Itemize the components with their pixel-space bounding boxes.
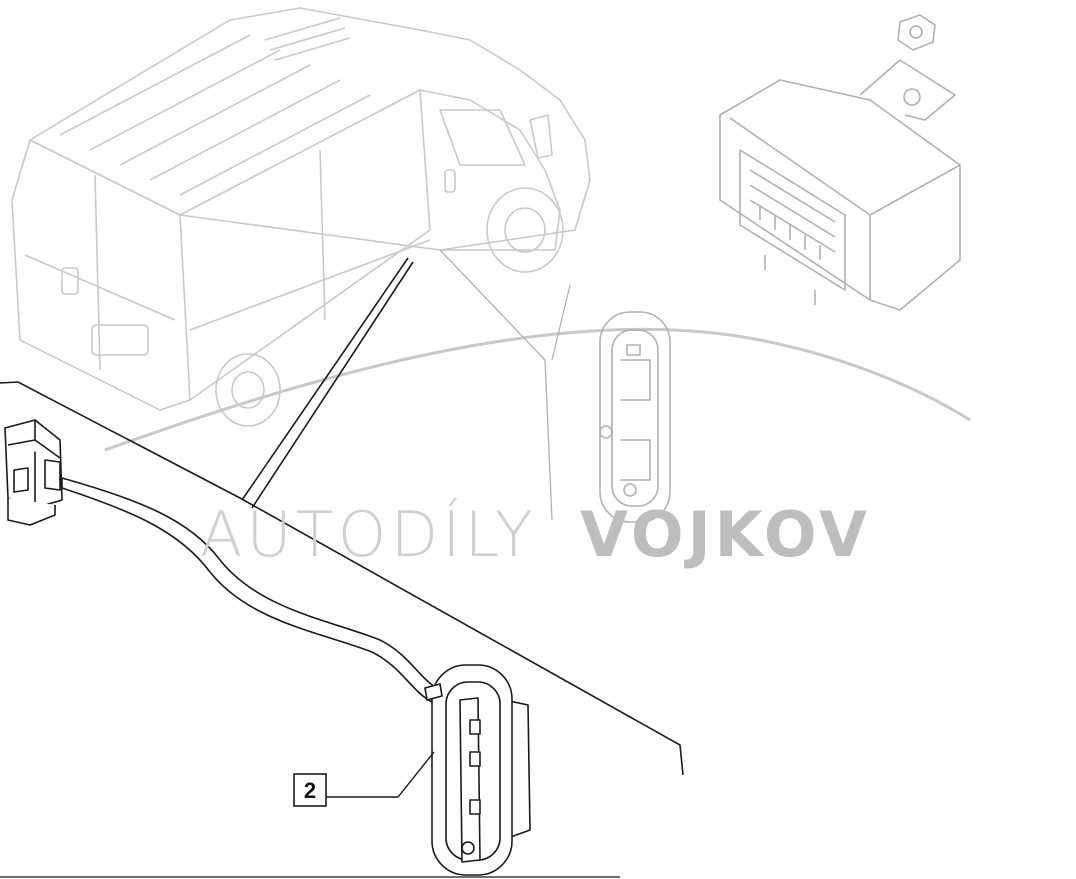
cable-connector-icon bbox=[4, 419, 63, 526]
callout-leader bbox=[326, 751, 435, 798]
door-switch-icon bbox=[424, 664, 531, 876]
watermark-text: AUTODÍLY VOJKOV bbox=[200, 498, 871, 571]
callout-2: 2 bbox=[293, 751, 435, 807]
section-lines bbox=[0, 257, 684, 776]
watermark-bold-text: VOJKOV bbox=[580, 498, 871, 571]
watermark-swoosh bbox=[104, 327, 971, 452]
callout-box bbox=[293, 773, 327, 807]
callout-label: 2 bbox=[304, 778, 316, 803]
van-illustration bbox=[11, 7, 591, 427]
wiring-harness bbox=[61, 477, 441, 703]
nut-icon bbox=[897, 14, 936, 51]
seal-gasket-icon bbox=[599, 311, 671, 523]
watermark-light-text: AUTODÍLY bbox=[200, 498, 537, 571]
faded-leader-lines bbox=[439, 249, 571, 521]
control-module-icon bbox=[719, 59, 961, 311]
